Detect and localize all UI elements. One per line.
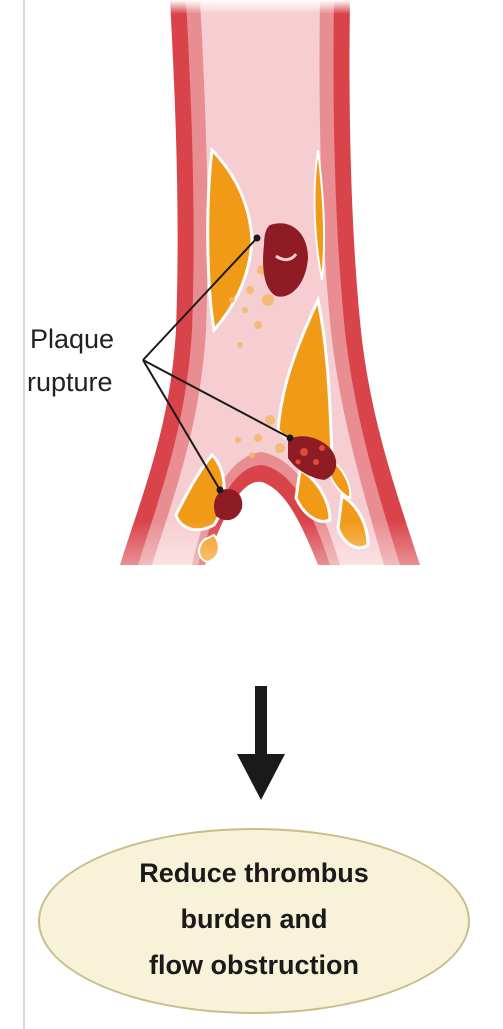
fade-top (100, 0, 400, 14)
fade-bottom (100, 520, 440, 630)
outcome-text: Reduce thrombus burden and flow obstruct… (38, 850, 470, 988)
outcome-line-1: Reduce thrombus (38, 850, 470, 896)
down-arrow-icon (237, 686, 285, 800)
plaque-rupture-label-line-2: rupture (27, 366, 113, 399)
thrombus (214, 489, 242, 520)
outcome-line-3: flow obstruction (38, 942, 470, 988)
outcome-line-2: burden and (38, 896, 470, 942)
plaque-rupture-label-line-1: Plaque (30, 323, 114, 356)
